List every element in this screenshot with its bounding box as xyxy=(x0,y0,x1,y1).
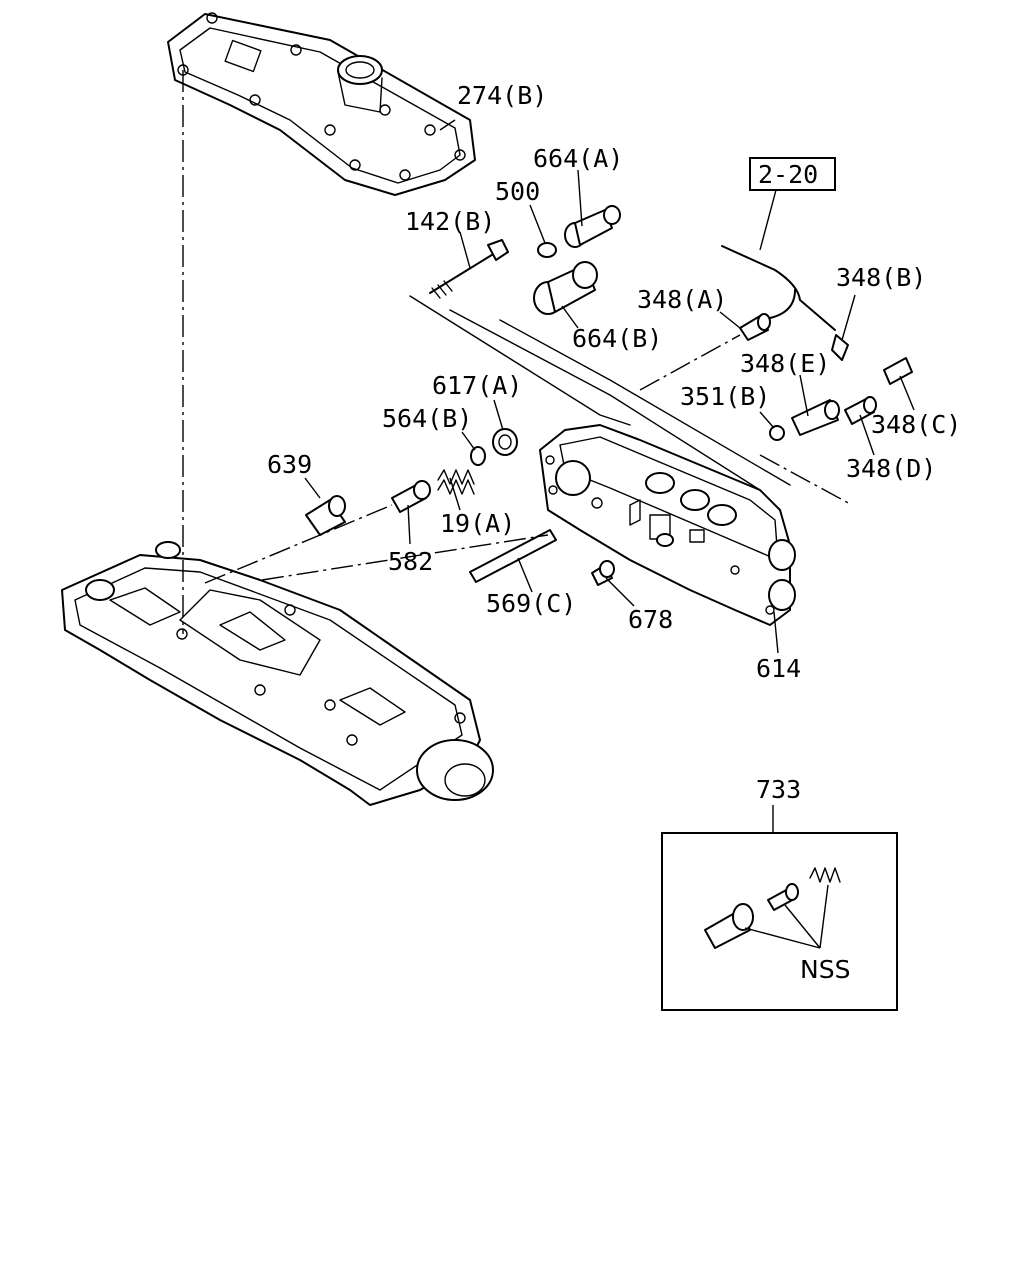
valve-body-cover-part xyxy=(167,12,476,196)
label-582: 582 xyxy=(388,547,433,576)
valve-582-part xyxy=(391,480,431,513)
main-valve-body-part xyxy=(61,541,494,806)
harness-2-20-part xyxy=(721,245,836,331)
sleeve-639-part xyxy=(305,495,346,536)
plug-617a-part xyxy=(492,428,518,456)
solenoid-664b-part xyxy=(533,261,598,315)
o-ring-500-part xyxy=(537,242,557,258)
label-348d: 348(D) xyxy=(846,454,936,483)
label-639: 639 xyxy=(267,450,312,479)
label-564b: 564(B) xyxy=(382,404,472,433)
label-ref-2-20: 2-20 xyxy=(758,160,818,189)
bolt-678-part xyxy=(591,560,615,586)
label-348b: 348(B) xyxy=(836,263,926,292)
solenoid-664a-part xyxy=(564,205,621,248)
solenoid-body-part xyxy=(539,424,796,626)
pin-569c-part xyxy=(469,529,557,583)
sensor-348c-part xyxy=(883,357,913,385)
label-274b: 274(B) xyxy=(457,81,547,110)
label-733: 733 xyxy=(756,775,801,804)
label-664b: 664(B) xyxy=(572,324,662,353)
label-569c: 569(C) xyxy=(486,589,576,618)
sensor-348a-part xyxy=(739,313,771,341)
sensor-348b-part xyxy=(831,334,849,361)
label-348e: 348(E) xyxy=(740,349,830,378)
label-678: 678 xyxy=(628,605,673,634)
spring-19a-part xyxy=(437,469,475,495)
bolt-142b-part xyxy=(429,239,509,299)
kit-733-box xyxy=(661,832,898,1011)
label-nss: NSS xyxy=(800,955,850,984)
label-664a: 664(A) xyxy=(533,144,623,173)
label-142b: 142(B) xyxy=(405,207,495,236)
sensor-348e-part xyxy=(791,399,840,436)
ring-351b-part xyxy=(769,425,785,441)
sensor-348d-part xyxy=(844,396,877,425)
label-500: 500 xyxy=(495,177,540,206)
kit-733-parts xyxy=(704,867,841,949)
ring-564b-part xyxy=(470,446,486,466)
label-348c: 348(C) xyxy=(871,410,961,439)
label-348a: 348(A) xyxy=(637,285,727,314)
label-614: 614 xyxy=(756,654,801,683)
label-19a: 19(A) xyxy=(440,509,515,538)
label-617a: 617(A) xyxy=(432,371,522,400)
label-351b: 351(B) xyxy=(680,382,770,411)
